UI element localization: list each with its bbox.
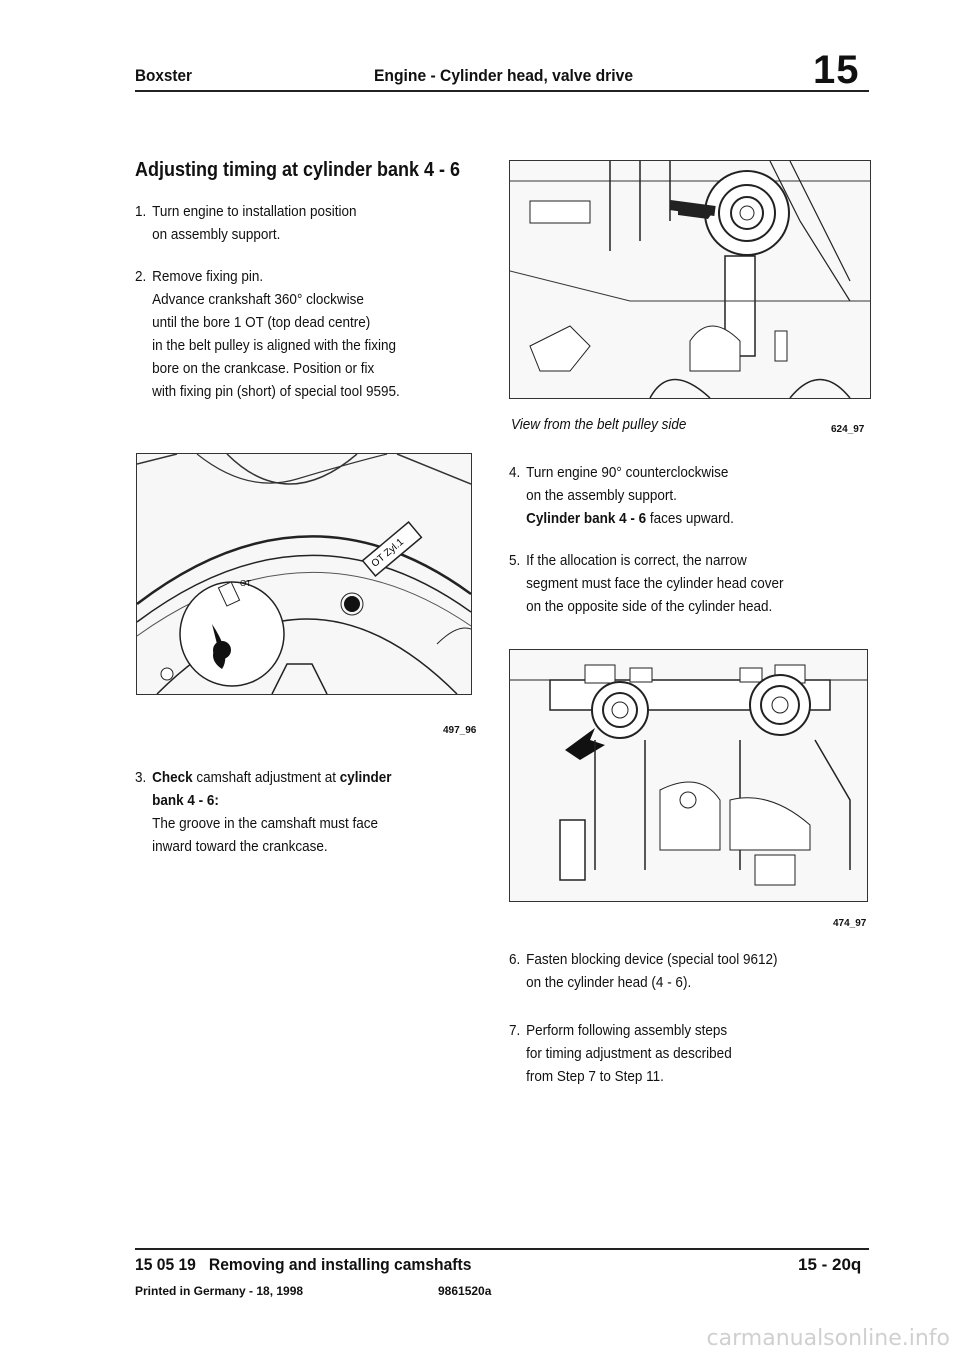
figure-code: 624_97 — [831, 424, 865, 435]
watermark: carmanualsonline.info — [706, 1326, 950, 1351]
figure-camshaft-groove — [509, 649, 868, 902]
part-number: 9861520a — [438, 1284, 492, 1298]
pulley-ot-label: OT — [240, 579, 251, 588]
step-3: 3.Check camshaft adjustment at cylinder … — [135, 769, 392, 855]
step-7: 7.Perform following assembly steps for t… — [509, 1022, 732, 1085]
header-model: Boxster — [135, 66, 192, 85]
chapter-number: 15 — [813, 48, 860, 92]
step-6: 6.Fasten blocking device (special tool 9… — [509, 951, 778, 991]
header-rule — [135, 90, 869, 92]
step-5: 5.If the allocation is correct, the narr… — [509, 552, 784, 615]
step-1: 1.Turn engine to installation position o… — [135, 203, 357, 243]
footer-section-code: 15 05 19 — [135, 1255, 196, 1274]
figure-code: 497_96 — [443, 725, 477, 736]
footer-section: 15 05 19 Removing and installing camshaf… — [135, 1255, 471, 1275]
cylinder-head-drawing — [510, 161, 870, 398]
print-info: Printed in Germany - 18, 1998 — [135, 1284, 304, 1298]
figure-belt-pulley: OT Zyl.1 OT — [136, 453, 472, 695]
camshaft-drawing — [510, 650, 867, 901]
step-2: 2.Remove fixing pin. Advance crankshaft … — [135, 268, 400, 400]
belt-pulley-drawing: OT Zyl.1 OT — [137, 454, 471, 694]
figure-code: 474_97 — [833, 918, 867, 929]
page-number: 15 - 20q — [798, 1255, 862, 1274]
header-title: Engine - Cylinder head, valve drive — [374, 66, 634, 85]
step-4: 4.Turn engine 90° counterclockwise on th… — [509, 464, 734, 527]
figure-caption: View from the belt pulley side — [511, 416, 687, 433]
figure-belt-pulley-side — [509, 160, 871, 399]
section-title: Adjusting timing at cylinder bank 4 - 6 — [135, 159, 461, 181]
footer-rule — [135, 1248, 869, 1250]
footer-section-title: Removing and installing camshafts — [208, 1255, 472, 1274]
